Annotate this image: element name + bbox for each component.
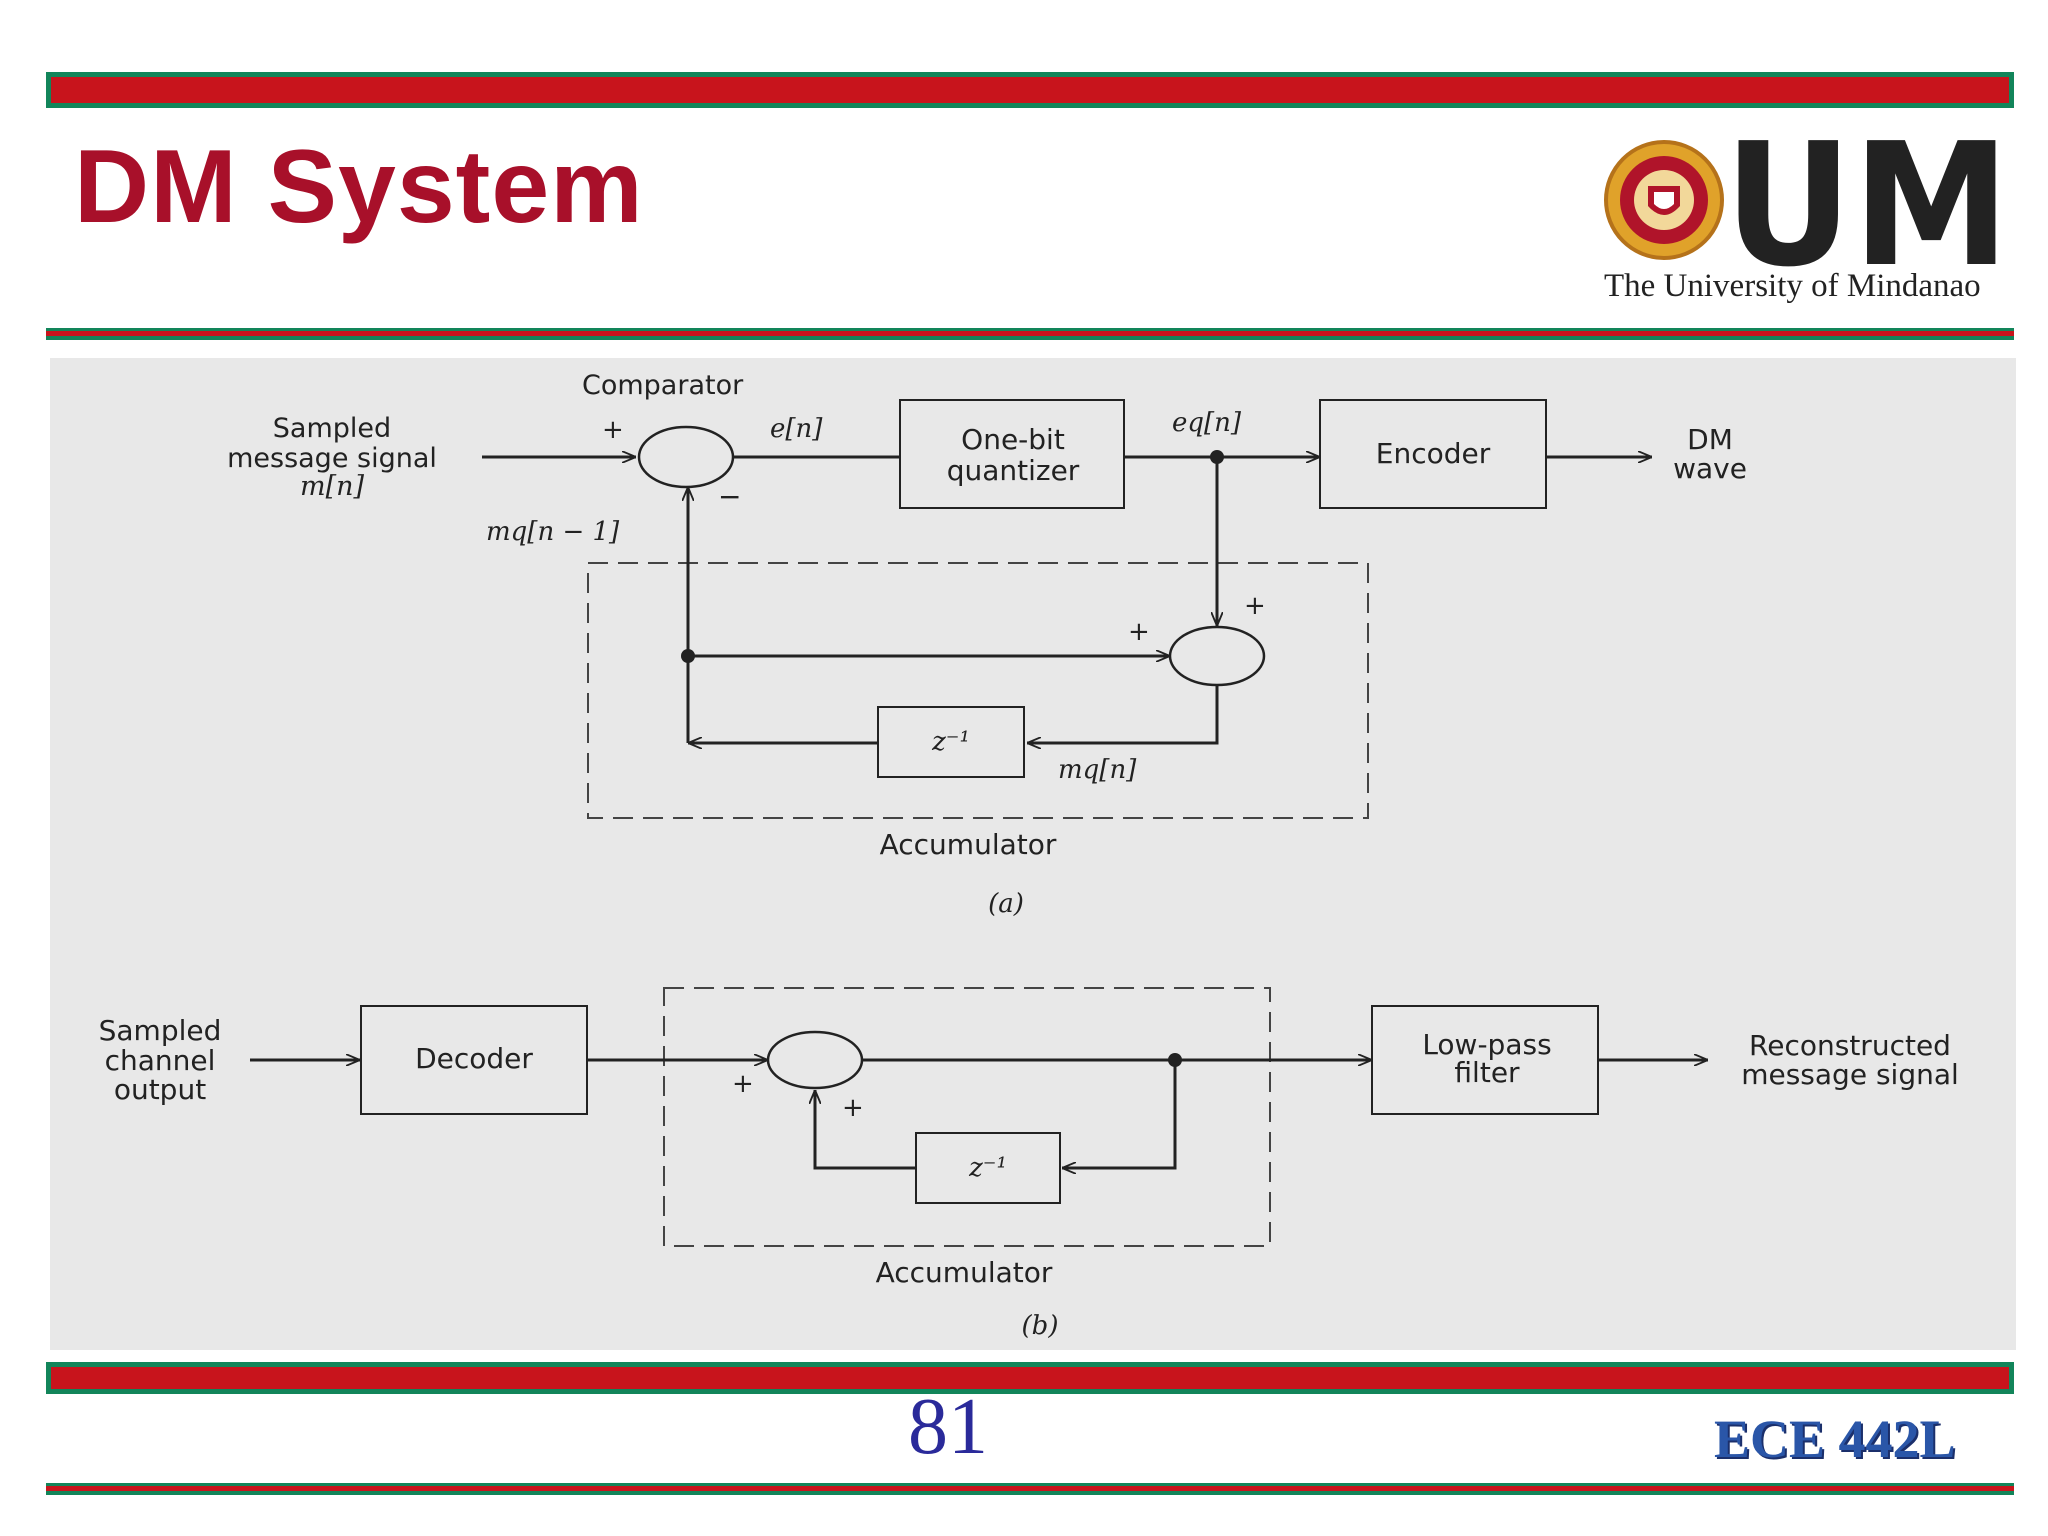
accumulator-adder-a: [1168, 625, 1266, 687]
input-label-line2: message signal: [227, 443, 437, 474]
accumulator-box-a: [587, 562, 1369, 819]
adder-output-line: [1027, 685, 1219, 743]
input-b-line2: channel: [105, 1044, 216, 1077]
quantizer-label-line1: One-bit: [961, 423, 1065, 456]
caption-b: (b): [1022, 1311, 1059, 1341]
quantizer-label-line2: quantizer: [947, 454, 1080, 487]
input-b-line1: Sampled: [99, 1014, 222, 1047]
comparator-label: Comparator: [582, 370, 744, 401]
comparator-minus-sign: −: [718, 480, 741, 513]
bottom-red-bar: [46, 1362, 2014, 1394]
lpf-label-line1: Low-pass: [1422, 1028, 1551, 1061]
input-label-line1: Sampled: [273, 413, 391, 444]
adder-plus-top: +: [1244, 591, 1266, 621]
adder-b-plus-left: +: [732, 1069, 754, 1099]
input-label-line3: m[n]: [300, 471, 365, 502]
input-b-line3: output: [114, 1073, 206, 1106]
diagram-panel: [50, 358, 2016, 1350]
logo-caption: The University of Mindanao: [1604, 268, 1981, 304]
encoder-block: [1319, 399, 1547, 509]
diagram-b-receiver: Sampled channel output Decoder + + z⁻¹ A…: [99, 987, 1959, 1341]
title-divider: [46, 328, 2014, 340]
error-signal-label: e[n]: [770, 414, 823, 444]
mq-label: mq[n]: [1058, 755, 1137, 785]
accumulator-label-b: Accumulator: [876, 1256, 1053, 1289]
top-red-bar: [46, 72, 2014, 108]
feedback-b-line: [1062, 1060, 1177, 1168]
accumulator-label-a: Accumulator: [880, 828, 1057, 861]
course-code: ECE 442L: [1714, 1409, 1956, 1469]
output-b-line2: message signal: [1741, 1058, 1959, 1091]
encoder-label: Encoder: [1376, 437, 1491, 470]
output-label-line2: wave: [1673, 452, 1747, 485]
decoder-label: Decoder: [415, 1042, 533, 1075]
logo-letters: UM: [1724, 128, 2010, 305]
bottom-divider: [46, 1483, 2014, 1495]
slide-title: DM System: [74, 129, 644, 245]
university-logo: UM: [1596, 107, 2016, 308]
lpf-label-line2: filter: [1454, 1056, 1520, 1089]
seal-icon: [1604, 140, 1724, 260]
comparator-summing-junction: [637, 425, 735, 489]
feedback-label: mq[n − 1]: [486, 517, 620, 547]
output-b-line1: Reconstructed: [1749, 1029, 1951, 1062]
accumulator-adder-b: [766, 1030, 864, 1090]
delay-b-to-adder-arrow: [815, 1090, 916, 1170]
comparator-plus-sign: +: [602, 415, 624, 445]
quantized-error-label: eq[n]: [1172, 408, 1242, 438]
caption-a: (a): [988, 889, 1024, 919]
diagram-a-transmitter: Comparator Sampled message signal m[n] +…: [227, 370, 1747, 919]
page-number: 81: [908, 1383, 988, 1471]
output-label-line1: DM: [1687, 423, 1733, 456]
delay-label-b: z⁻¹: [968, 1153, 1007, 1183]
delay-label-a: z⁻¹: [931, 727, 970, 757]
accumulator-box-b: [663, 987, 1271, 1247]
adder-plus-left: +: [1128, 617, 1150, 647]
one-bit-quantizer-block: [899, 399, 1125, 509]
adder-b-plus-bottom: +: [842, 1093, 864, 1123]
